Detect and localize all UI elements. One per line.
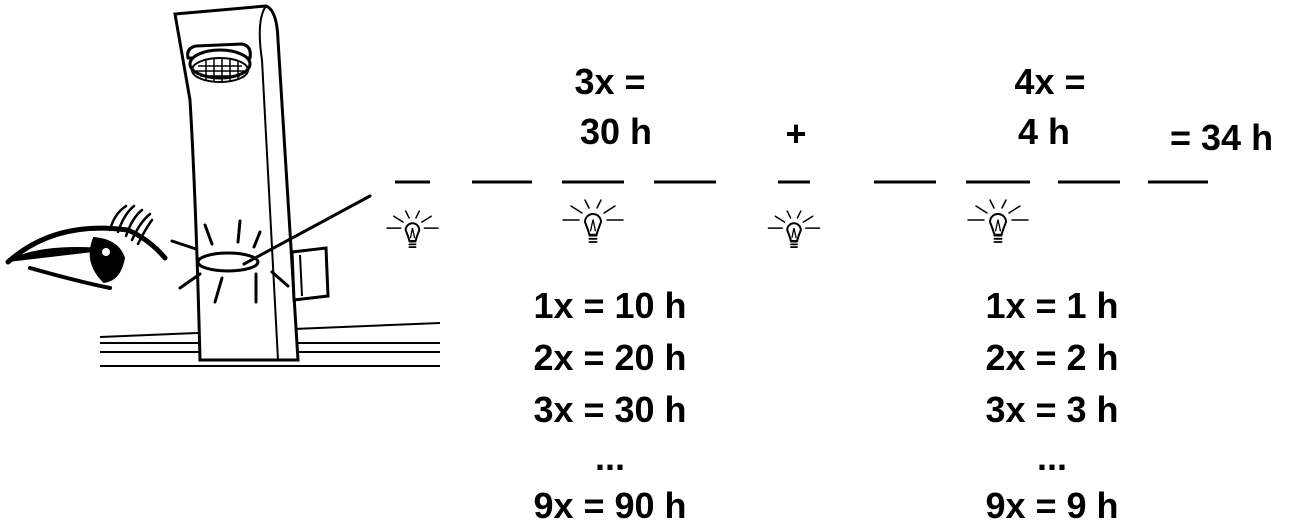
- units-table-last: 9x = 9 h: [985, 485, 1119, 526]
- units-blink-count: 4x =: [1014, 61, 1086, 102]
- plus-sign: +: [785, 113, 807, 154]
- large-light-bulb-icon: [967, 199, 1029, 243]
- large-light-bulb-icon: [562, 199, 624, 243]
- tens-table-row: 3x = 30 h: [533, 389, 687, 430]
- total-hours: = 34 h: [1170, 117, 1274, 158]
- tens-hours: 30 h: [579, 111, 653, 152]
- units-table-row: 1x = 1 h: [985, 285, 1119, 326]
- small-light-bulb-icon: [767, 210, 821, 249]
- tens-table-last: 9x = 90 h: [533, 485, 687, 526]
- tens-ellipsis: ...: [594, 437, 626, 478]
- tens-table-row: 1x = 10 h: [533, 285, 687, 326]
- units-hours: 4 h: [1017, 111, 1071, 152]
- eye-icon: [5, 204, 168, 290]
- faucet-icon: [173, 4, 330, 362]
- aerator-icon: [186, 42, 252, 83]
- blink-sequence: [386, 180, 1208, 249]
- units-table-row: 2x = 2 h: [985, 337, 1119, 378]
- units-table-row: 3x = 3 h: [985, 389, 1119, 430]
- sight-line-icon: [242, 194, 372, 266]
- tens-blink-count: 3x =: [574, 61, 646, 102]
- small-light-bulb-icon: [386, 210, 439, 249]
- led-glow-rays-icon: [170, 219, 290, 304]
- tens-table-row: 2x = 20 h: [533, 337, 687, 378]
- units-ellipsis: ...: [1036, 437, 1068, 478]
